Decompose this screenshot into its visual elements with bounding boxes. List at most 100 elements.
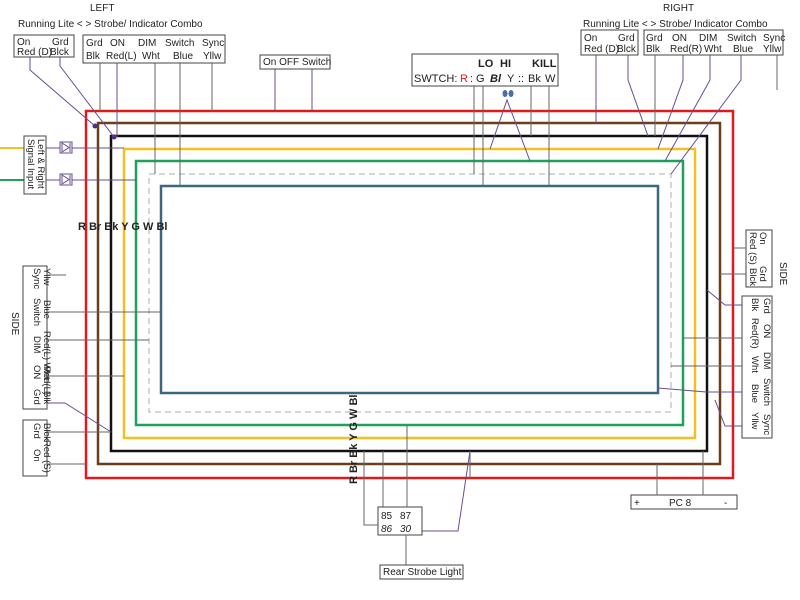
svg-text:Blk: Blk (646, 44, 661, 55)
left-combo-label: Running Lite < > Strobe/ Indicator Combo (18, 19, 203, 30)
svg-text:DIM: DIM (31, 336, 42, 354)
svg-text:Blck: Blck (41, 423, 52, 441)
relay-box (377, 506, 423, 536)
svg-text:Grd: Grd (52, 37, 69, 48)
rear-strobe-box (379, 564, 464, 580)
svg-text:Blue: Blue (733, 44, 753, 55)
rear-strobe-label: Rear Strobe Light (383, 567, 462, 578)
svg-text:Switch: Switch (165, 38, 194, 49)
svg-text:Sync: Sync (763, 33, 785, 44)
right-running-box (580, 29, 639, 56)
svg-text:Red(R): Red(R) (749, 318, 760, 349)
signal-input-line2: Signal Input (25, 139, 36, 190)
svg-text:On: On (584, 33, 597, 44)
left-side-box (22, 265, 48, 410)
left-side-header: SIDE (9, 312, 20, 336)
svg-text:Red(L): Red(L) (106, 51, 137, 62)
svg-text:KILL: KILL (532, 58, 557, 70)
svg-text:Grd: Grd (761, 298, 772, 314)
signal-input-line1: Left & Right (35, 139, 46, 189)
svg-text:Switch: Switch (761, 378, 772, 406)
svg-text:Red (S): Red (S) (747, 232, 758, 265)
svg-text:PC 8: PC 8 (669, 498, 692, 509)
right-side-box (741, 295, 773, 439)
svg-text:::: :: (518, 73, 524, 85)
svg-text:ON: ON (110, 38, 125, 49)
svg-text:On: On (17, 37, 30, 48)
svg-text:DIM: DIM (138, 38, 156, 49)
svg-text:Red (D): Red (D) (17, 47, 52, 58)
svg-text:Yllw: Yllw (203, 51, 222, 62)
switch-box (411, 53, 559, 87)
svg-text:DIM: DIM (699, 33, 717, 44)
svg-text:Yllw: Yllw (763, 44, 782, 55)
svg-text:Y: Y (507, 73, 515, 85)
svg-text:Grd: Grd (646, 33, 663, 44)
svg-text:Bl: Bl (490, 73, 502, 85)
svg-text:ON: ON (672, 33, 687, 44)
svg-text:Yllw: Yllw (749, 412, 760, 430)
svg-text:Grd: Grd (31, 389, 42, 405)
svg-text:On: On (31, 449, 42, 462)
on-off-switch-label: On OFF Switch (263, 57, 331, 68)
svg-text:ON: ON (31, 365, 42, 379)
svg-text:Blk: Blk (41, 391, 52, 404)
yellow-wire-loop (122, 147, 697, 440)
pc8-box (630, 494, 738, 510)
svg-text:Wht: Wht (749, 356, 760, 373)
right-header: RIGHT (663, 3, 694, 14)
svg-text:Sync: Sync (761, 414, 772, 435)
svg-text:Red (S): Red (S) (41, 440, 52, 473)
svg-text:Grd: Grd (757, 266, 768, 282)
svg-text:Blk: Blk (749, 298, 760, 311)
svg-text:Switch: Switch (31, 298, 42, 326)
svg-text:Blck: Blck (617, 44, 637, 55)
diode-icon (59, 141, 73, 154)
on-off-switch-box (259, 54, 331, 70)
left-side-running-box (22, 419, 48, 477)
svg-text:Red (D): Red (D) (584, 44, 619, 55)
svg-text:Blue: Blue (173, 51, 193, 62)
brown-wire-loop (96, 121, 722, 466)
svg-text:Blck: Blck (747, 268, 758, 286)
svg-text:Wht: Wht (142, 51, 160, 62)
left-strobe-box (82, 34, 226, 64)
svg-text:Switch: Switch (727, 33, 756, 44)
svg-text:Yllw: Yllw (41, 268, 52, 286)
left-header: LEFT (90, 3, 114, 14)
svg-text:Blk: Blk (86, 51, 101, 62)
svg-text:Grd: Grd (86, 38, 103, 49)
svg-text:86: 86 (381, 524, 393, 535)
svg-text:Sync: Sync (202, 38, 224, 49)
right-side-running-box (745, 229, 773, 288)
svg-text:Grd: Grd (31, 423, 42, 439)
svg-text:Blue: Blue (749, 384, 760, 403)
signal-input-box (23, 135, 47, 195)
svg-text:Blck: Blck (50, 47, 70, 58)
svg-text:Grd: Grd (618, 33, 635, 44)
svg-text:85: 85 (381, 511, 393, 522)
svg-text:Wht: Wht (704, 44, 722, 55)
svg-text:SWTCH:: SWTCH: (414, 73, 457, 85)
svg-text:ON: ON (761, 324, 772, 338)
right-combo-label: Running Lite < > Strobe/ Indicator Combo (583, 19, 768, 30)
svg-text:DIM: DIM (761, 352, 772, 370)
svg-text:Bk: Bk (528, 73, 541, 85)
blue-wire-loop (159, 184, 660, 395)
switch-contact-icon (502, 90, 514, 97)
svg-text:Red(L): Red(L) (41, 366, 52, 395)
wire-codes-top: R Br Bk Y G W Bl (78, 221, 167, 233)
svg-text:Red(R): Red(R) (670, 44, 702, 55)
diode-icon (59, 173, 73, 186)
right-side-header: SIDE (777, 262, 788, 286)
green-wire-loop (134, 159, 685, 427)
svg-text:87: 87 (400, 511, 412, 522)
svg-text:W: W (545, 73, 556, 85)
svg-text:-: - (724, 498, 727, 509)
left-running-box (13, 34, 75, 58)
svg-text:HI: HI (500, 58, 511, 70)
wire-codes-bottom: R Br Bk Y G W Bl (348, 395, 360, 484)
white-wire-loop (148, 173, 672, 413)
red-wire-loop (84, 109, 735, 480)
svg-text:30: 30 (400, 524, 412, 535)
